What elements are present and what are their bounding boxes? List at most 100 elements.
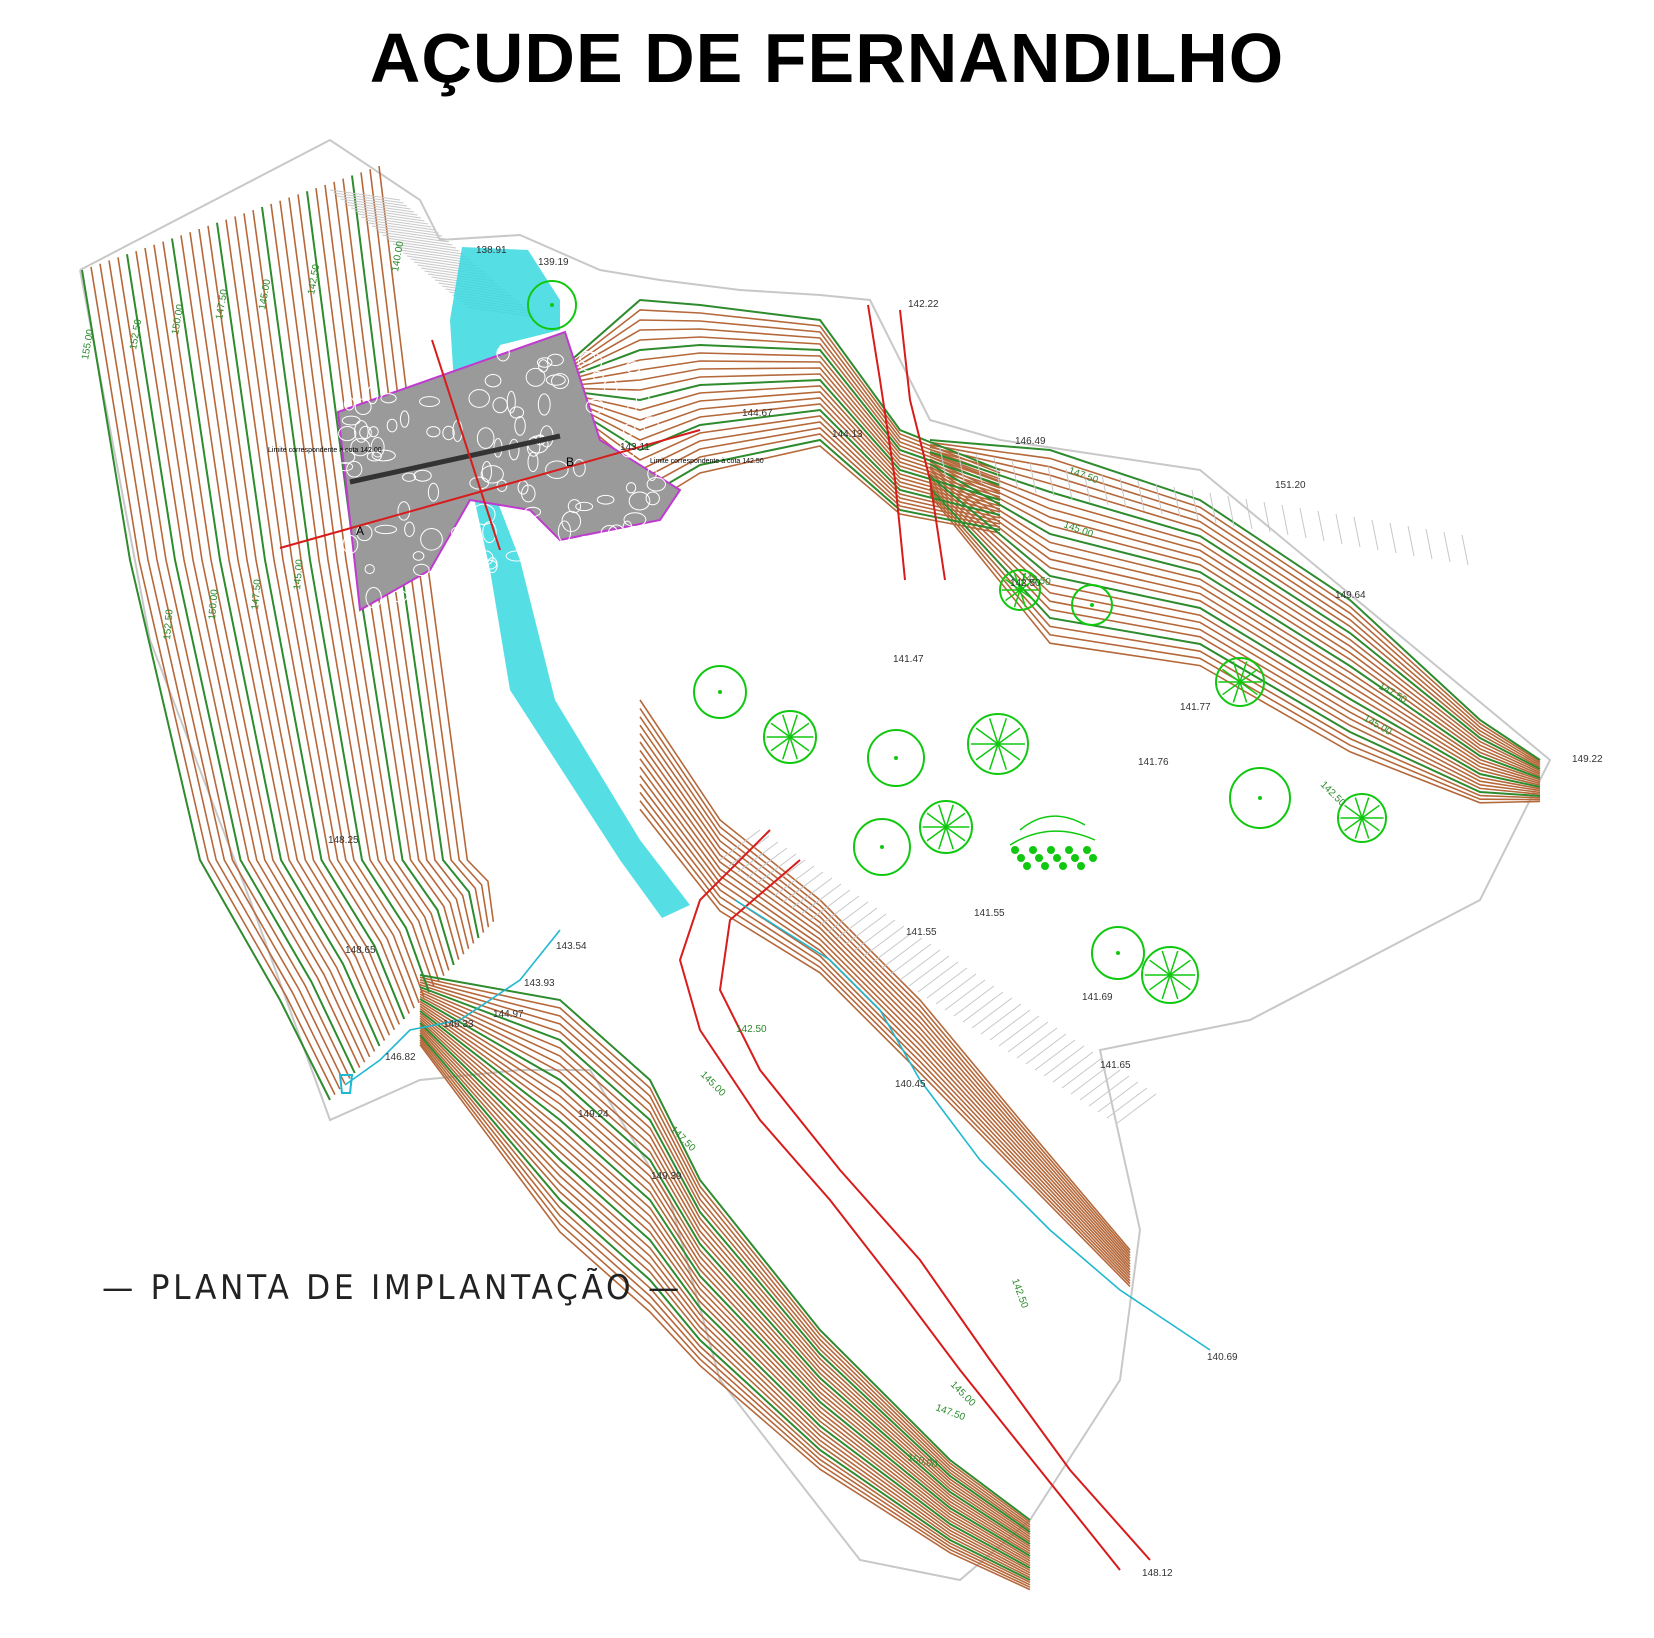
minor-contour (929, 444, 1541, 765)
minor-contour (419, 993, 1031, 1540)
annotation-limit-142-50: Limite correspondente à cota 142.50 (650, 458, 764, 465)
stone (343, 397, 355, 411)
stone (607, 524, 626, 547)
minor-contour (419, 1036, 1031, 1584)
minor-contour (929, 492, 1541, 801)
hatch-line (872, 931, 914, 963)
stone (536, 357, 553, 368)
contour-label: 145.00 (257, 278, 273, 310)
tree-icon (763, 710, 817, 764)
major-contour (559, 399, 1001, 516)
stone (461, 535, 474, 556)
contour-label: 147.50 (214, 288, 230, 320)
stone (359, 425, 372, 440)
slope-hatching (329, 189, 1469, 1125)
stone (380, 393, 397, 404)
stone (514, 415, 526, 436)
minor-contour (419, 1039, 1031, 1586)
hatch-line (1335, 513, 1343, 545)
hatch-line (1065, 468, 1073, 500)
hatch-line (1106, 1087, 1148, 1119)
stone (404, 521, 415, 537)
major-contour (929, 463, 1541, 779)
contour-label: 142.50 (736, 1024, 767, 1035)
spot-elevation: 149.24 (578, 1109, 609, 1120)
minor-contour (99, 263, 341, 1090)
stone (642, 416, 659, 433)
major-contour (929, 487, 1541, 797)
stone (603, 378, 618, 394)
stone (575, 501, 594, 512)
hatch-line (371, 225, 443, 237)
spot-elevation: 139.19 (538, 257, 569, 268)
hatch-line (1137, 480, 1145, 512)
spot-elevation: 141.69 (1082, 992, 1113, 1003)
stone (496, 345, 510, 362)
hatch-line (863, 925, 905, 957)
minor-contour (189, 232, 391, 1036)
minor-contour (108, 260, 346, 1085)
minor-contour (419, 1005, 1031, 1552)
hatch-line (998, 1015, 1040, 1047)
stone (413, 563, 430, 577)
minor-contour (559, 352, 1001, 489)
minor-contour (559, 336, 1001, 483)
hatch-line (737, 841, 779, 873)
hatch-line (1281, 504, 1289, 536)
spot-elevation: 144.97 (493, 1009, 524, 1020)
minor-contour (419, 1007, 1031, 1555)
minor-contour (559, 309, 1001, 474)
stone (336, 462, 354, 472)
minor-contour (929, 448, 1541, 768)
hatch-line (1155, 483, 1163, 515)
hatch-line (908, 955, 950, 987)
major-contour (559, 343, 1001, 486)
minor-contour (419, 1017, 1031, 1564)
stone (627, 403, 637, 415)
hatch-line (368, 222, 439, 234)
contour-label: 150.00 (170, 303, 186, 335)
tree-icon (1229, 767, 1291, 829)
minor-contour (929, 446, 1541, 767)
hatch-line (1119, 477, 1127, 509)
contour-label: 145.00 (292, 558, 306, 590)
contour-label: 152.50 (128, 318, 144, 350)
stone (537, 393, 551, 416)
stone (334, 450, 356, 464)
minor-contour (419, 976, 1031, 1524)
stone (577, 351, 603, 372)
tree-icon (693, 665, 747, 719)
hatch-line (746, 847, 788, 879)
minor-contour (180, 235, 386, 1041)
spot-elevation: 146.82 (385, 1052, 416, 1063)
hatch-line (350, 207, 422, 219)
stone (366, 451, 382, 462)
minor-contour (929, 489, 1541, 799)
hatch-line (375, 228, 446, 240)
stone (413, 469, 432, 482)
stone (341, 415, 361, 426)
hatch-line (1371, 519, 1379, 551)
minor-contour (207, 225, 401, 1025)
minor-contour (117, 257, 351, 1079)
hatch-line (881, 937, 923, 969)
stone (419, 396, 440, 407)
stone (391, 590, 408, 603)
hatch-line (1097, 1081, 1139, 1113)
tree-icon (853, 818, 911, 876)
hatch-line (1443, 531, 1451, 563)
stone (476, 427, 495, 449)
minor-contour (929, 456, 1541, 774)
hatch-line (1227, 495, 1235, 527)
hatch-line (1191, 489, 1199, 521)
minor-contour (929, 460, 1541, 777)
stone (486, 557, 498, 574)
stone (374, 524, 398, 535)
hatch-line (357, 213, 429, 225)
hatch-line (1245, 498, 1253, 530)
stone (364, 564, 375, 575)
minor-contour (929, 468, 1541, 783)
stone (526, 436, 541, 457)
hatch-line (1061, 1057, 1103, 1089)
stone (342, 534, 359, 554)
